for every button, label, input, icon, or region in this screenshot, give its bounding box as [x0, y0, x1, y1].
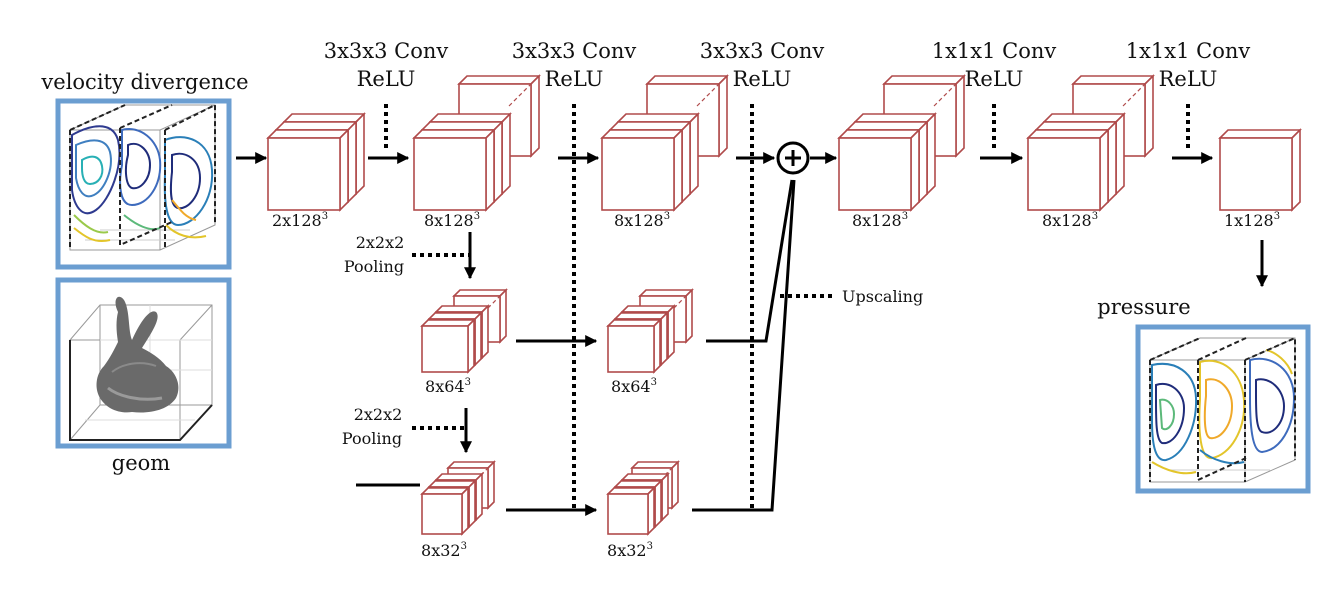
stack-l2-cube: [606, 486, 656, 536]
conv-op-label: 3x3x3 Conv: [324, 39, 449, 63]
conv-act-label: ReLU: [545, 67, 604, 91]
stack-l1-cube: [420, 486, 470, 536]
bunny-shape: [96, 296, 179, 413]
size-labels: 2x1283 8x1283 8x1283 8x1283 8x1283 1x128…: [272, 211, 1280, 560]
size-label-m2: 8x643: [611, 377, 657, 396]
size-label-s5: 8x1283: [1042, 211, 1098, 230]
stack-s6: [1218, 128, 1302, 212]
size-label-l2: 8x323: [607, 541, 653, 560]
pooling-kernel-label: 2x2x2: [356, 233, 405, 252]
pooling-kernel-label: 2x2x2: [354, 405, 403, 424]
stack-m1-cube: [420, 318, 476, 374]
stack-s5: [1026, 112, 1126, 212]
velocity-title: velocity divergence: [40, 70, 248, 94]
pooling-label-1: 2x2x2 Pooling: [344, 233, 404, 276]
dotted-connectors: [384, 104, 1190, 510]
geom-title: geom: [112, 451, 171, 475]
stack-l2: [606, 472, 670, 536]
stack-m2: [606, 304, 676, 374]
pressure-title: pressure: [1097, 295, 1190, 319]
stack-s3-cube: [600, 128, 684, 212]
size-label-l1: 8x323: [421, 541, 467, 560]
conv-label-5: 1x1x1 Conv ReLU: [1126, 39, 1251, 91]
size-label-m1: 8x643: [425, 377, 471, 396]
size-label-s3: 8x1283: [614, 211, 670, 230]
stack-s1: [266, 112, 366, 212]
conv-act-label: ReLU: [357, 67, 416, 91]
flow-arrows: [236, 152, 1268, 516]
conv-op-label: 1x1x1 Conv: [1126, 39, 1251, 63]
stack-m1: [420, 304, 490, 374]
conv-label-3: 3x3x3 Conv ReLU: [700, 39, 825, 91]
stack-s3: [600, 112, 700, 212]
stack-s4-cube: [837, 128, 921, 212]
stack-s2-cube: [412, 128, 496, 212]
size-label-s4: 8x1283: [852, 211, 908, 230]
upscale-mid-path: [706, 179, 794, 343]
stack-s1-cube: [266, 128, 350, 212]
size-label-s6: 1x1283: [1224, 211, 1280, 230]
stack-l1: [420, 472, 484, 536]
circle-plus-icon: [776, 141, 810, 175]
upscaling-label: Upscaling: [842, 287, 923, 306]
size-label-s1: 2x1283: [272, 211, 328, 230]
conv-act-label: ReLU: [733, 67, 792, 91]
conv-act-label: ReLU: [965, 67, 1024, 91]
pooling-name-label: Pooling: [344, 257, 404, 276]
velocity-divergence-panel: [55, 98, 232, 270]
conv-label-2: 3x3x3 Conv ReLU: [512, 39, 637, 91]
conv-label-1: 3x3x3 Conv ReLU: [324, 39, 449, 91]
conv-op-label: 3x3x3 Conv: [700, 39, 825, 63]
conv-label-4: 1x1x1 Conv ReLU: [932, 39, 1057, 91]
pressure-panel: [1135, 324, 1311, 494]
size-label-s2: 8x1283: [424, 211, 480, 230]
stack-m2-cube: [606, 318, 662, 374]
stack-s5-cube: [1026, 128, 1110, 212]
pooling-label-2: 2x2x2 Pooling: [342, 405, 402, 448]
stack-s2: [412, 112, 512, 212]
conv-op-label: 1x1x1 Conv: [932, 39, 1057, 63]
stack-s4: [837, 112, 937, 212]
upscale-low-path: [692, 179, 796, 512]
geometry-panel: [55, 277, 232, 449]
conv-act-label: ReLU: [1159, 67, 1218, 91]
pooling-name-label: Pooling: [342, 429, 402, 448]
feature-map-stacks: [266, 74, 1302, 536]
conv-op-label: 3x3x3 Conv: [512, 39, 637, 63]
